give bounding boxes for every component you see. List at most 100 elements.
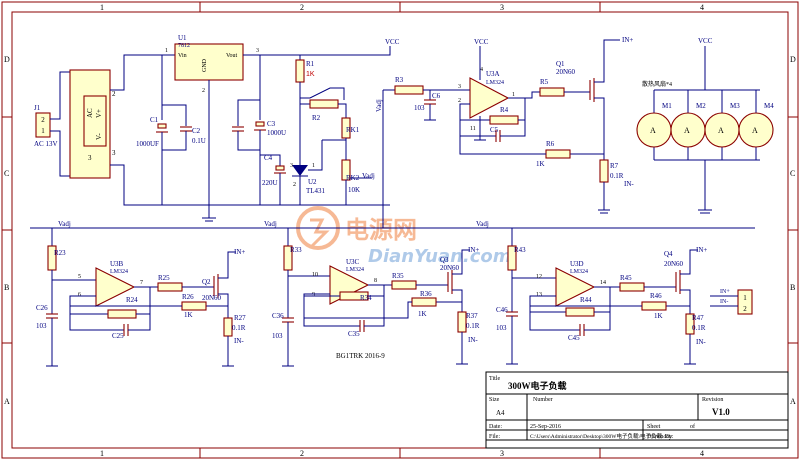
svg-text:R4: R4: [500, 106, 509, 114]
r26-resistor: [181, 301, 207, 311]
svg-text:Q4: Q4: [664, 250, 673, 258]
svg-text:RK1: RK1: [346, 126, 360, 134]
row-label-b: B: [4, 283, 9, 292]
svg-text:R46: R46: [650, 292, 662, 300]
svg-text:1000UF: 1000UF: [136, 140, 159, 148]
svg-text:103: 103: [414, 104, 425, 112]
fan-motor-m4: A M4: [738, 90, 774, 160]
svg-text:1K: 1K: [418, 310, 427, 318]
r3-resistor: [394, 85, 424, 95]
r45-resistor: [619, 282, 645, 292]
col-label-4-bottom: 4: [700, 449, 704, 458]
svg-text:10: 10: [312, 272, 318, 278]
vcc-label-1: VCC: [385, 38, 400, 46]
svg-text:M4: M4: [764, 102, 774, 110]
svg-text:0.1R: 0.1R: [692, 324, 706, 332]
svg-text:R5: R5: [540, 78, 549, 86]
svg-text:R6: R6: [546, 140, 555, 148]
svg-text:U1: U1: [178, 34, 187, 42]
svg-text:R3: R3: [395, 76, 404, 84]
svg-text:Q1: Q1: [556, 60, 565, 68]
fan-motor-m1: A M1: [636, 90, 672, 160]
designer-signature: BG1TRK 2016-9: [336, 352, 385, 360]
svg-text:R7: R7: [610, 162, 619, 170]
svg-text:IN+: IN+: [622, 36, 633, 44]
svg-text:IN-: IN-: [624, 180, 634, 188]
r5-resistor: [539, 87, 565, 97]
r1-resistor: [295, 59, 305, 83]
svg-text:2: 2: [743, 305, 747, 313]
svg-text:M3: M3: [730, 102, 740, 110]
svg-text:3: 3: [256, 48, 259, 54]
svg-text:A: A: [752, 126, 758, 135]
svg-text:散热风扇*4: 散热风扇*4: [642, 80, 672, 88]
r27-resistor: [223, 317, 233, 337]
col-label-1-bottom: 1: [100, 449, 104, 458]
svg-text:C35: C35: [348, 330, 360, 338]
svg-text:14: 14: [600, 280, 606, 286]
svg-text:R24: R24: [126, 296, 138, 304]
svg-text:LM324: LM324: [570, 269, 588, 275]
col-label-3-bottom: 3: [500, 449, 504, 458]
svg-text:R2: R2: [312, 114, 321, 122]
r36-resistor: [411, 297, 437, 307]
svg-text:GND: GND: [202, 58, 208, 72]
col-label-2: 2: [300, 3, 304, 12]
svg-text:R23: R23: [54, 249, 66, 257]
row-label-c: C: [4, 169, 9, 178]
svg-text:1: 1: [312, 163, 315, 169]
col-label-4: 4: [700, 3, 704, 12]
svg-text:2: 2: [112, 90, 116, 98]
svg-text:R45: R45: [620, 274, 632, 282]
svg-text:U3B: U3B: [110, 260, 124, 268]
svg-text:C1: C1: [150, 116, 159, 124]
row-label-a-right: A: [790, 397, 796, 406]
j1-value: AC 13V: [34, 140, 58, 148]
svg-text:20N60: 20N60: [556, 68, 576, 76]
svg-text:R35: R35: [392, 272, 404, 280]
fan-motor-m2: A M2: [670, 90, 706, 160]
svg-text:103: 103: [272, 332, 283, 340]
svg-text:1K: 1K: [654, 312, 663, 320]
svg-text:IN+: IN+: [696, 246, 707, 254]
svg-text:V-: V-: [95, 133, 103, 140]
svg-text:Vin: Vin: [178, 53, 187, 59]
r7-resistor: [599, 159, 609, 183]
sheet-label: Sheet: [647, 424, 661, 430]
svg-text:R1: R1: [306, 60, 315, 68]
date-label: Date:: [489, 424, 502, 430]
svg-text:M2: M2: [696, 102, 706, 110]
svg-text:13: 13: [536, 292, 542, 298]
revision-label: Revision: [702, 397, 723, 403]
svg-text:IN+: IN+: [468, 246, 479, 254]
svg-text:0.1R: 0.1R: [232, 324, 246, 332]
svg-text:0.1R: 0.1R: [466, 322, 480, 330]
svg-text:220U: 220U: [262, 179, 278, 187]
svg-text:C25: C25: [112, 332, 124, 340]
svg-text:R33: R33: [290, 246, 302, 254]
u1-regulator: [174, 43, 244, 81]
row-label-a: A: [4, 397, 10, 406]
col-label-2-bottom: 2: [300, 449, 304, 458]
svg-text:9: 9: [312, 292, 315, 298]
svg-text:C3: C3: [267, 120, 276, 128]
channel-u3b: R23 C26 103 U3B LM324 5 6 7 R24 C25 R25 …: [36, 228, 246, 367]
svg-text:R47: R47: [692, 314, 704, 322]
svg-text:3: 3: [112, 149, 116, 157]
svg-text:1000U: 1000U: [267, 129, 286, 137]
j1-ref: J1: [34, 104, 41, 112]
svg-text:1K: 1K: [184, 311, 193, 319]
r25-resistor: [157, 282, 183, 292]
row-label-d-right: D: [790, 55, 796, 64]
svg-text:3: 3: [88, 154, 92, 162]
svg-text:C2: C2: [192, 127, 201, 135]
svg-text:LM324: LM324: [346, 267, 364, 273]
svg-text:1: 1: [743, 294, 747, 302]
svg-text:103: 103: [36, 322, 47, 330]
c4-capacitor: [275, 165, 285, 171]
u3a-opamp: [469, 77, 510, 119]
svg-text:0.1R: 0.1R: [610, 172, 624, 180]
svg-text:1K: 1K: [536, 160, 545, 168]
file-label: File:: [489, 434, 500, 440]
svg-text:Vadj: Vadj: [476, 220, 489, 228]
